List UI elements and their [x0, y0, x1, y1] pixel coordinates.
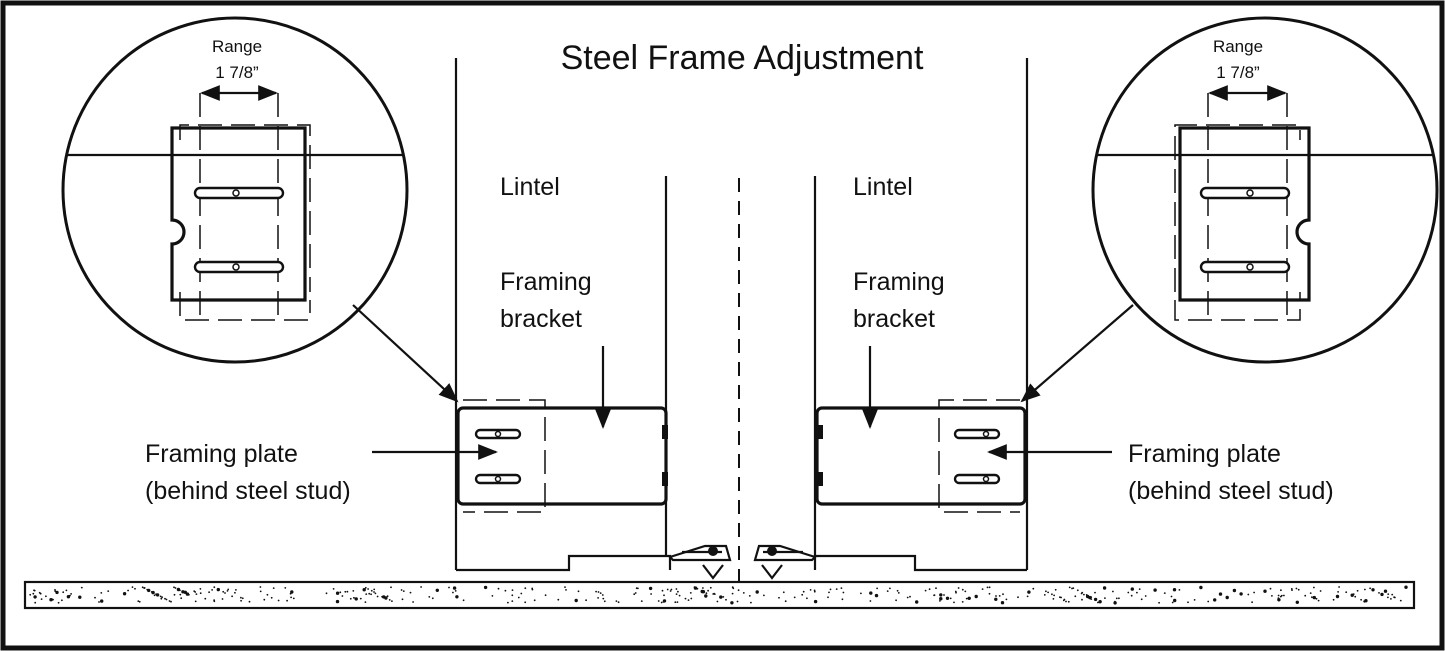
range-value-right: 1 7/8”: [1216, 63, 1260, 82]
framing-plate-label-left-line2: (behind steel stud): [145, 477, 351, 505]
framing-bracket-label-left-line1: Framing: [500, 268, 592, 296]
range-label-right: Range: [1213, 37, 1263, 56]
framing-bracket-label-left-line2: bracket: [500, 305, 582, 333]
lintel-label-left: Lintel: [500, 173, 560, 201]
range-value-left: 1 7/8”: [215, 63, 259, 82]
framing-plate-label-right-line1: Framing plate: [1128, 440, 1281, 468]
floor-slab: [23, 580, 1416, 610]
lintel-label-right: Lintel: [853, 173, 913, 201]
door-frame: [454, 58, 1029, 582]
diagram-title: Steel Frame Adjustment: [561, 39, 924, 77]
leader-detail-left: [352, 304, 459, 403]
door-stop-right: [753, 544, 818, 580]
framing-bracket-label-right-line1: Framing: [853, 268, 945, 296]
framing-bracket-left: [456, 399, 668, 513]
leader-detail-right: [1020, 304, 1134, 403]
door-stop-left: [667, 544, 732, 580]
framing-bracket-label-right-line2: bracket: [853, 305, 935, 333]
framing-plate-label-right-line2: (behind steel stud): [1128, 477, 1334, 505]
framing-plate-label-left-line1: Framing plate: [145, 440, 298, 468]
detail-circle-left: [61, 16, 409, 364]
detail-circle-right: [1091, 16, 1439, 364]
range-label-left: Range: [212, 37, 262, 56]
framing-bracket-right: [815, 399, 1027, 513]
